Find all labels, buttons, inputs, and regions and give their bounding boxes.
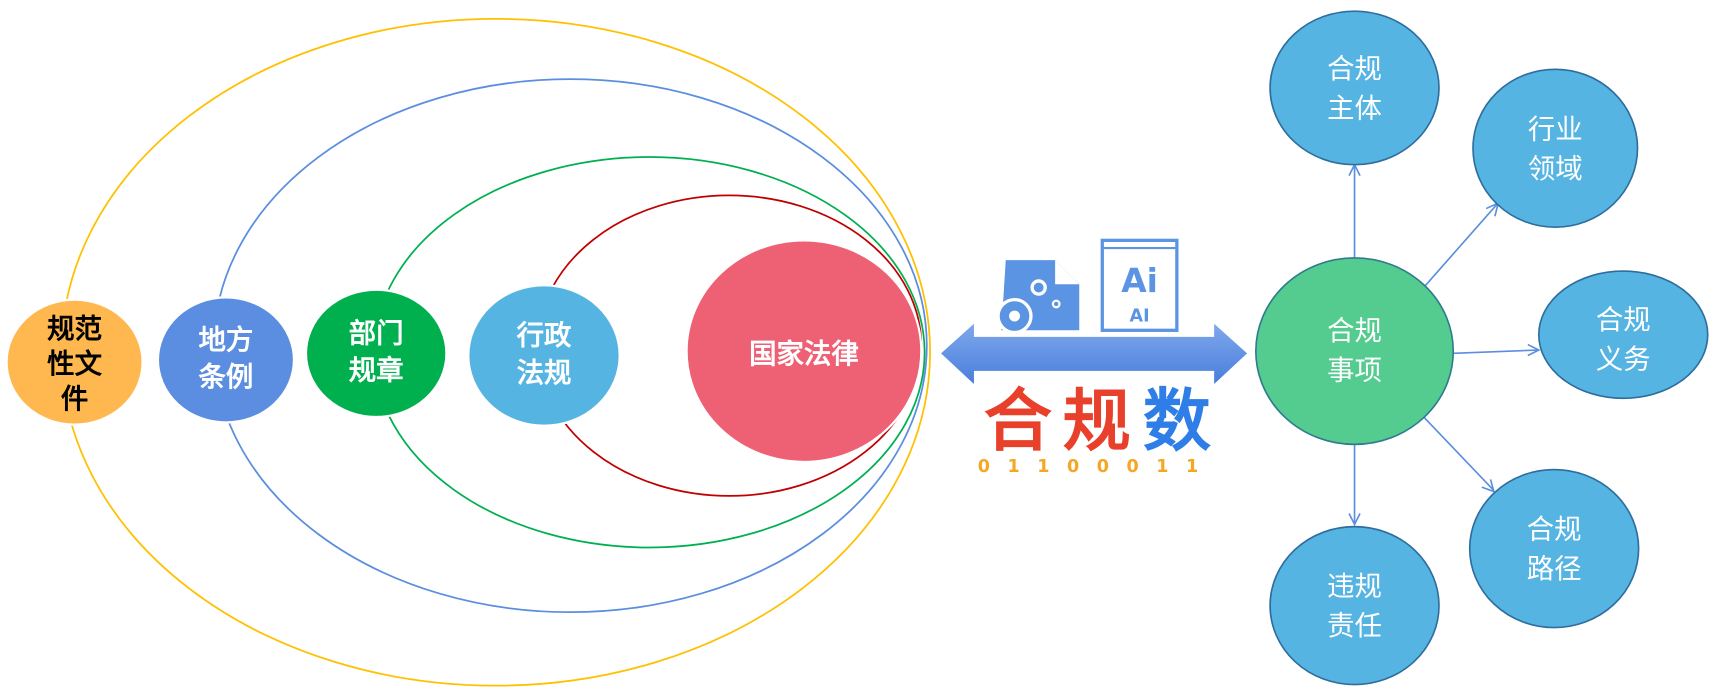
bidirectional-arrow	[941, 323, 1248, 385]
node-compliance-path: 合规路径	[1468, 468, 1640, 629]
svg-text:合规义务: 合规义务	[1596, 305, 1651, 375]
gear-document-icon	[996, 260, 1080, 335]
connectors	[1348, 162, 1541, 527]
svg-text:规范性文件: 规范性文件	[47, 314, 102, 415]
svg-text:数: 数	[1143, 382, 1211, 461]
svg-text:01100011: 01100011	[978, 457, 1216, 477]
hub-compliance-matters: 合规事项	[1255, 257, 1455, 446]
node-violation-liability: 违规责任	[1269, 525, 1440, 686]
national-law-circle	[685, 239, 923, 464]
normative-docs-node: 规范性文件	[5, 298, 144, 426]
svg-text:合规路径: 合规路径	[1527, 515, 1582, 585]
svg-text:违规责任: 违规责任	[1327, 572, 1382, 642]
national-law-label: 国家法律	[749, 338, 859, 370]
ai-document-icon: Ai AI	[1100, 238, 1179, 332]
local-regulations-node: 地方条例	[156, 296, 296, 424]
node-compliance-obligation: 合规义务	[1537, 270, 1709, 400]
brand-logo: 合 规 数 01100011	[978, 382, 1216, 477]
admin-regulations-node: 行政法规	[467, 284, 621, 427]
dept-rules-node: 部门规章	[304, 288, 448, 419]
svg-text:行业领域: 行业领域	[1528, 114, 1583, 184]
svg-text:合规事项: 合规事项	[1327, 316, 1382, 386]
svg-text:AI: AI	[1130, 307, 1150, 327]
node-industry-field: 行业领域	[1472, 68, 1639, 229]
svg-text:规: 规	[1063, 382, 1131, 461]
node-compliance-subject: 合规主体	[1269, 10, 1440, 166]
svg-text:部门规章: 部门规章	[349, 317, 404, 386]
svg-text:Ai: Ai	[1121, 261, 1158, 300]
svg-text:地方条例: 地方条例	[199, 324, 254, 393]
svg-text:行政法规: 行政法规	[516, 320, 572, 389]
svg-text:合规主体: 合规主体	[1327, 54, 1382, 124]
svg-text:合: 合	[984, 382, 1052, 461]
